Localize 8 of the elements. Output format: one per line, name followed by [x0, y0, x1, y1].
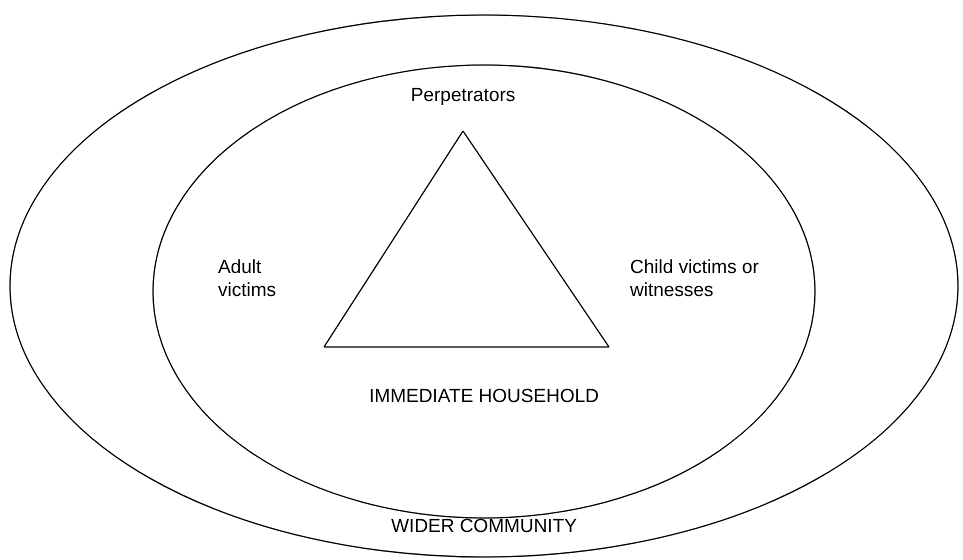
vertex-label: Perpetrators	[410, 84, 516, 107]
vertex-label: Adult victims	[218, 256, 278, 302]
triangle-side	[324, 346, 609, 348]
zone-label: WIDER COMMUNITY	[390, 515, 578, 538]
triangle-side	[323, 130, 464, 348]
triangle-side	[462, 130, 610, 348]
zone-label: IMMEDIATE HOUSEHOLD	[368, 385, 600, 408]
vertex-label: Child victims or witnesses	[630, 256, 760, 302]
